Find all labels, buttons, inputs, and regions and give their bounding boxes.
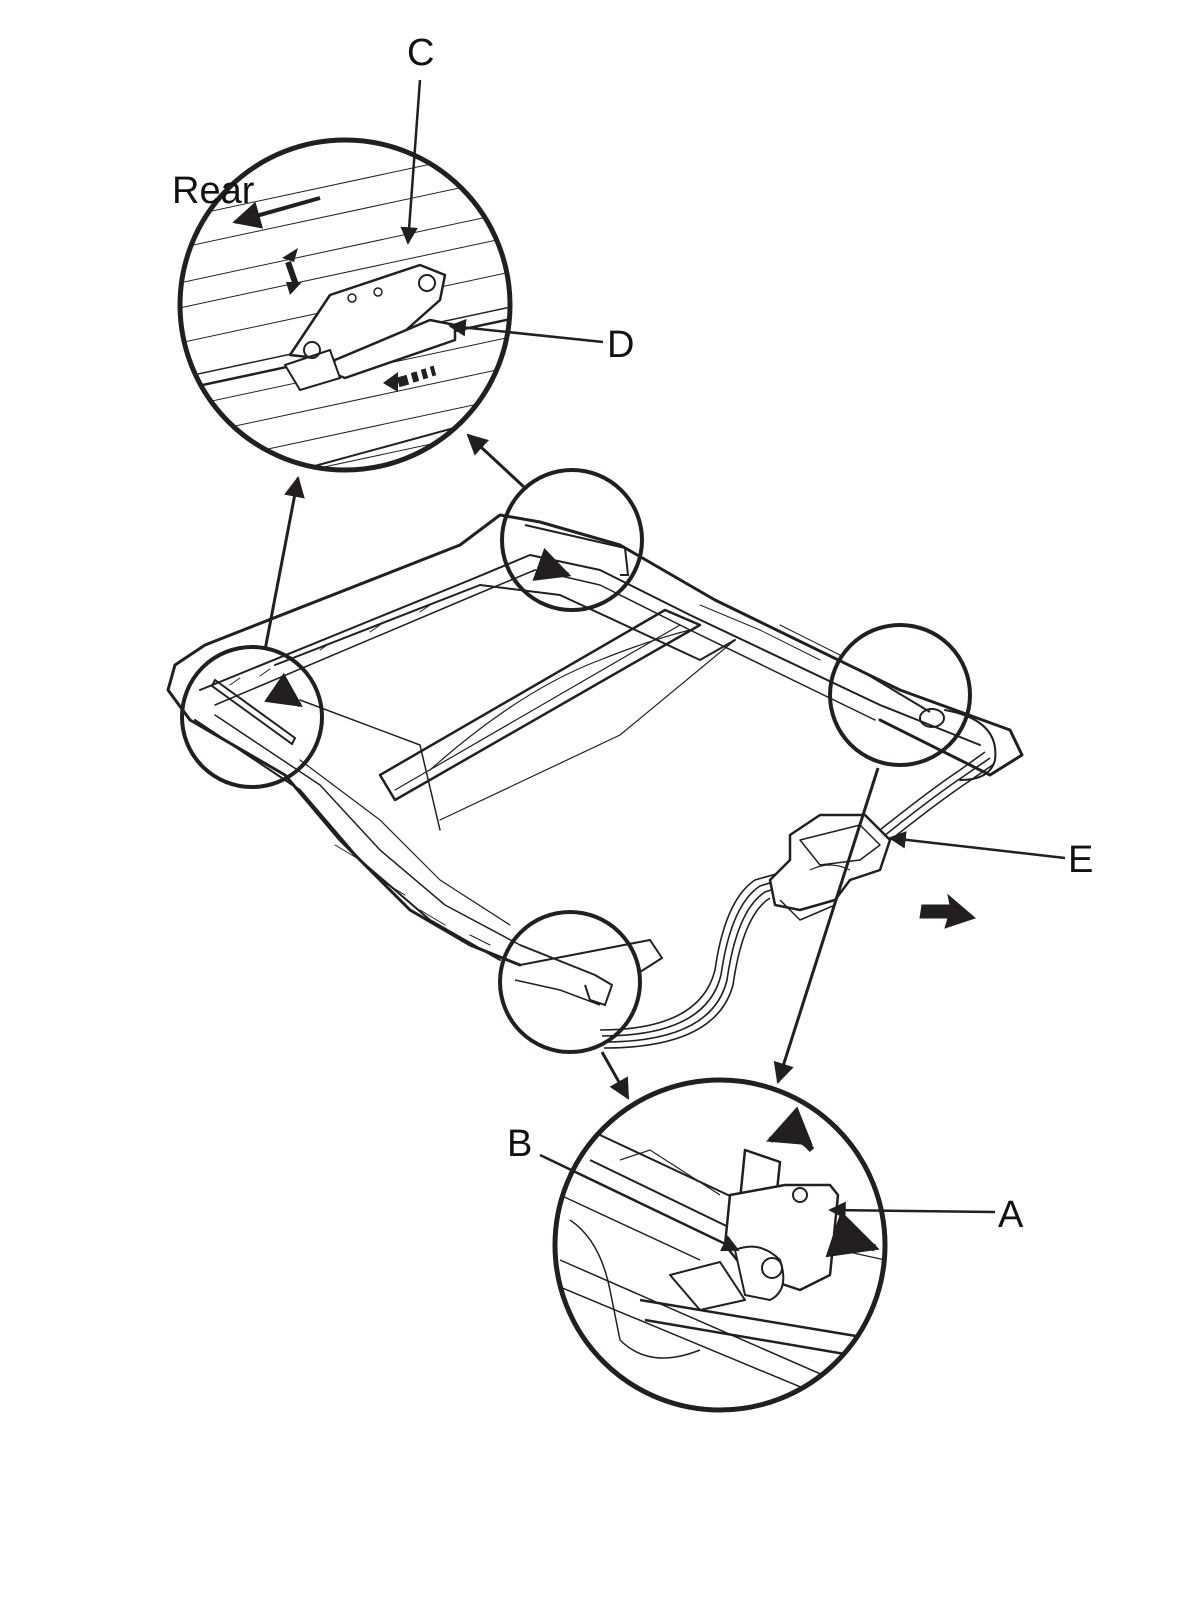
detail-circle-left [180, 645, 324, 789]
connector-arrows [263, 433, 880, 1100]
label-d: D [607, 324, 635, 366]
detail-view-top [177, 137, 513, 473]
slide-direction-arrow [383, 365, 437, 392]
vertical-motion-arrow [282, 248, 302, 295]
label-c: C [407, 32, 435, 74]
rotate-arrow [766, 1106, 815, 1153]
rear-direction-arrow [232, 196, 321, 229]
label-e: E [1068, 839, 1094, 881]
module-e-bracket [768, 813, 892, 921]
detail-circle-right [828, 623, 972, 767]
detail-circle-top [500, 468, 644, 612]
sunroof-frame [166, 513, 1024, 973]
removal-direction-arrow [919, 893, 976, 929]
label-rear: Rear [172, 170, 255, 212]
label-b: B [507, 1123, 533, 1165]
label-a: A [998, 1194, 1024, 1236]
pull-arrow [825, 1210, 880, 1258]
detail-view-bottom [552, 1077, 888, 1413]
leader-lines [400, 79, 1066, 1252]
detail-circle-bottom [498, 910, 642, 1054]
